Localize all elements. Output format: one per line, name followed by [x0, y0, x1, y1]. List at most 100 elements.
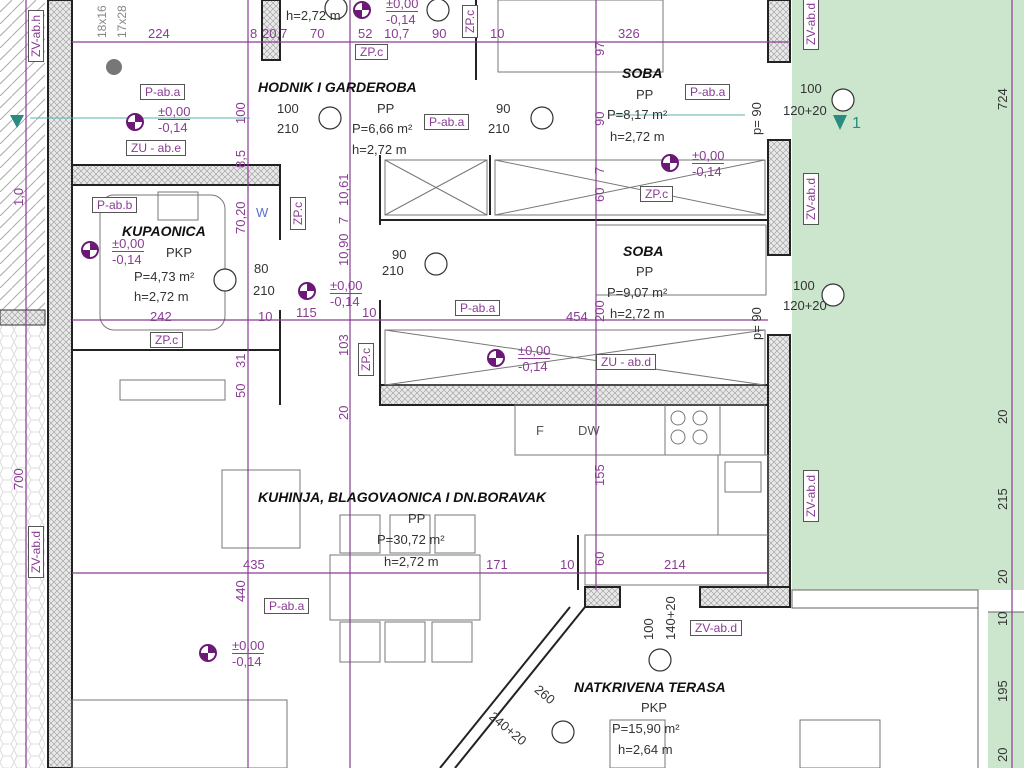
- dimension: 97: [592, 41, 607, 56]
- room-floor-bedroom-2: PP: [636, 264, 654, 279]
- tag: P-ab.a: [424, 114, 470, 130]
- dimension: 90: [432, 26, 447, 41]
- garden-strip: [988, 612, 1024, 768]
- dimension: 60: [592, 551, 607, 566]
- dimension: 700: [11, 468, 26, 490]
- dimension: 10: [560, 557, 575, 572]
- opening-height: 210: [488, 121, 510, 136]
- dimension: 90: [592, 111, 607, 126]
- dimension: 440: [233, 580, 248, 602]
- dimension: 31: [233, 353, 248, 368]
- opening-width: 90: [392, 247, 407, 262]
- room-height-bedroom-2: h=2,72 m: [610, 306, 665, 321]
- level-label: ±0,00-0,14: [112, 236, 145, 267]
- dimension: 70,20: [233, 201, 248, 234]
- room-height-hallway: h=2,72 m: [352, 142, 407, 157]
- section-axis-marker-left: [10, 115, 24, 128]
- dimension: 435: [243, 557, 265, 572]
- room-area-bathroom: P=4,73 m²: [134, 269, 195, 284]
- opening-width: 90: [496, 101, 511, 116]
- tag: ZU - ab.e: [126, 140, 187, 156]
- dimension: 10: [362, 305, 377, 320]
- dimension: 200: [592, 300, 607, 322]
- tag: ZP.c: [355, 44, 389, 60]
- opening-height: 210: [253, 283, 275, 298]
- level-label: ±0,00-0,14: [158, 104, 191, 135]
- dimension: 60: [592, 187, 607, 202]
- tag: ZV-ab.d: [28, 525, 44, 578]
- tag: ZV-ab.d: [803, 0, 819, 50]
- opening-width: 100: [800, 81, 822, 96]
- tag: P-ab.a: [264, 598, 310, 614]
- tag: ZV-ab.d: [803, 469, 819, 522]
- tag: ZV-ab.d: [690, 620, 743, 636]
- dimension: 8: [250, 26, 258, 41]
- tag: ZP.c: [358, 342, 374, 376]
- tag: P-ab.a: [140, 84, 186, 100]
- tag: ZP.c: [150, 332, 184, 348]
- dimension: 454: [566, 309, 588, 324]
- room-height-bathroom: h=2,72 m: [134, 289, 189, 304]
- stair-dimension: 17x28: [115, 5, 129, 38]
- opening-height: 210: [277, 121, 299, 136]
- tag: ZV-ab.h: [28, 9, 44, 62]
- dimension: 10,7: [384, 26, 410, 41]
- room-name-hallway: HODNIK I GARDEROBA: [258, 79, 417, 95]
- opening-height: 120+20: [783, 298, 827, 313]
- level-label: ±0,00-0,14: [692, 148, 725, 179]
- dimension: 1,0: [11, 187, 26, 206]
- tag: ZV-ab.d: [803, 172, 819, 225]
- dimension: 10: [258, 309, 273, 324]
- tag: ZP.c: [462, 4, 478, 38]
- dimension: 10: [995, 611, 1010, 626]
- dimension: 52: [358, 26, 373, 41]
- level-label: ±0,00-0,14: [386, 0, 419, 27]
- opening-height: 140+20: [663, 596, 678, 640]
- washer-label: W: [256, 205, 269, 220]
- room-area-terrace: P=15,90 m²: [612, 721, 680, 736]
- room-floor-hallway: PP: [377, 101, 395, 116]
- opening-width: 100: [641, 618, 656, 640]
- level-markers: [81, 1, 679, 662]
- room-height-top: h=2,72 m: [286, 8, 341, 23]
- tag: P-ab.a: [685, 84, 731, 100]
- dimension: 724: [995, 88, 1010, 110]
- dimension: 10,61: [336, 173, 351, 206]
- dimension: 50: [233, 383, 248, 398]
- dimension: 242: [150, 309, 172, 324]
- fridge-label: F: [536, 423, 544, 438]
- tag: P-ab.a: [455, 300, 501, 316]
- room-area-bedroom-2: P=9,07 m²: [607, 285, 668, 300]
- dimension: 20: [995, 569, 1010, 584]
- dimension: 10: [490, 26, 505, 41]
- dimension: 7: [336, 216, 351, 224]
- dimension: 10,90: [336, 233, 351, 266]
- tag: ZP.c: [640, 186, 674, 202]
- walls: [47, 0, 791, 768]
- parapet-height: p= 90: [749, 307, 764, 340]
- dimension: 20: [336, 405, 351, 420]
- room-name-bathroom: KUPAONICA: [122, 223, 206, 239]
- dimension: 115: [296, 305, 317, 320]
- dishwasher-label: DW: [578, 423, 600, 438]
- level-label: ±0,00-0,14: [330, 278, 363, 309]
- dimension: 326: [618, 26, 640, 41]
- room-name-terrace: NATKRIVENA TERASA: [574, 679, 726, 695]
- room-floor-kitchen-living: PP: [408, 511, 426, 526]
- stair-dimension: 18x16: [95, 5, 109, 38]
- dimension: 70: [310, 26, 325, 41]
- dimension: 155: [592, 464, 607, 486]
- tag: ZP.c: [290, 196, 306, 230]
- dimension: 195: [995, 680, 1010, 702]
- dimension: 215: [995, 488, 1010, 510]
- section-axis-label: 1: [852, 115, 861, 132]
- room-height-bedroom-1: h=2,72 m: [610, 129, 665, 144]
- room-area-bedroom-1: P=8,17 m²: [607, 107, 668, 122]
- dimension: 7: [592, 166, 607, 174]
- dimension: 224: [148, 26, 170, 41]
- room-floor-bathroom: PKP: [166, 245, 193, 260]
- parapet-height: p= 90: [749, 102, 764, 135]
- room-height-terrace: h=2,64 m: [618, 742, 673, 757]
- dimension: 100: [233, 102, 248, 124]
- dimension: 20: [995, 747, 1010, 762]
